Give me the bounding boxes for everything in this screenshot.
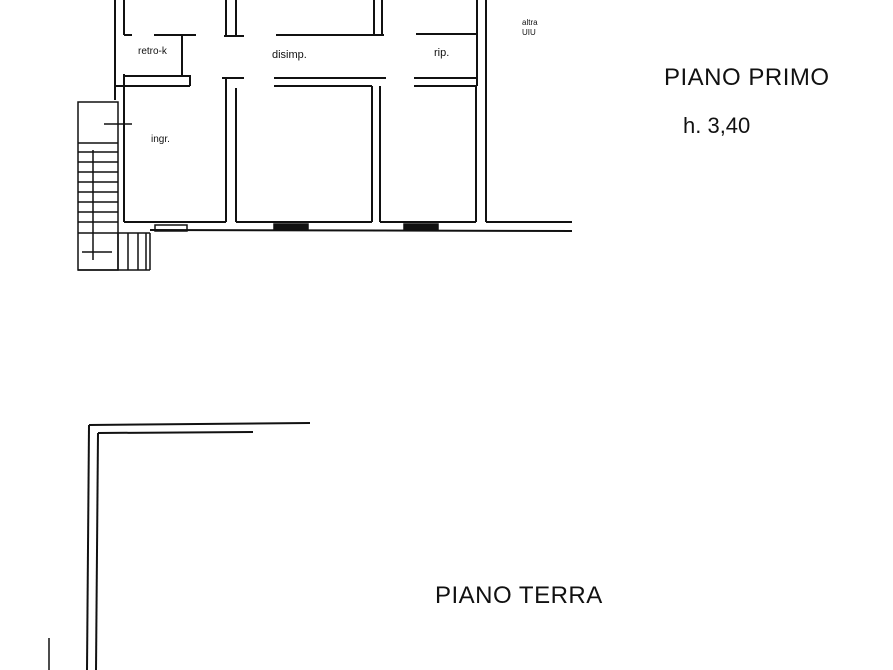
room-label-retro-k: retro-k xyxy=(138,46,167,57)
room-label-rip: rip. xyxy=(434,47,450,59)
room-label-ingr: ingr. xyxy=(151,134,170,145)
adjacent-unit-label: altra UIU xyxy=(522,18,538,38)
adjacent-unit-line2: UIU xyxy=(522,28,536,37)
ground-floor-title: PIANO TERRA xyxy=(435,582,603,609)
first-floor-height: h. 3,40 xyxy=(683,113,751,138)
first-floor-walls xyxy=(114,0,573,232)
room-label-disimp: disimp. xyxy=(272,49,307,61)
first-floor-title: PIANO PRIMO xyxy=(664,64,830,91)
staircase xyxy=(77,101,151,271)
adjacent-unit-line1: altra xyxy=(522,18,538,27)
ground-floor-walls xyxy=(48,422,311,670)
